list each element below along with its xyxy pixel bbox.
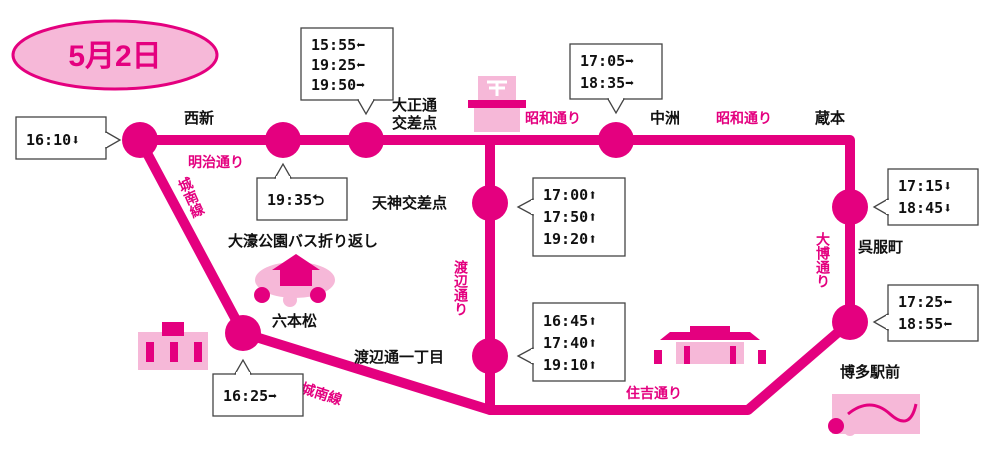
time-taisho-1: 15:55⬅ xyxy=(311,36,365,54)
stop-marker-watanabe[interactable] xyxy=(472,338,508,374)
stop-label-nishijin: 西新 xyxy=(184,109,214,127)
shrine-icon xyxy=(654,326,766,364)
time-nakasu-1: 17:05➡ xyxy=(580,52,634,70)
date-badge: 5月2日 xyxy=(11,19,219,91)
stop-label-hakata: 博多駅前 xyxy=(840,363,900,381)
time-hakata-2: 18:55⬅ xyxy=(898,315,952,333)
time-hakata-1: 17:25⬅ xyxy=(898,293,952,311)
time-taisho-2: 19:25⬅ xyxy=(311,56,365,74)
stop-label-gofukumachi: 呉服町 xyxy=(858,238,903,256)
time-nakasu-2: 18:35➡ xyxy=(580,74,634,92)
stop-marker-hakata[interactable] xyxy=(832,304,868,340)
stop-marker-meiji[interactable] xyxy=(265,122,301,158)
road-label-jonan-2: 城南線 xyxy=(299,380,344,409)
time-box-ropponmatsu: 16:25➡ xyxy=(212,358,304,417)
time-tenjin-2: 17:50⬆ xyxy=(543,208,597,226)
time-watanabe-2: 17:40⬆ xyxy=(543,334,597,352)
stop-label-kuramoto: 蔵本 xyxy=(815,109,845,127)
stop-marker-ropponmatsu[interactable] xyxy=(225,315,261,351)
time-watanabe-3: 19:10⬆ xyxy=(543,356,597,374)
time-watanabe-1: 16:45⬆ xyxy=(543,312,597,330)
time-tenjin-1: 17:00⬆ xyxy=(543,186,597,204)
stop-marker-tenjin[interactable] xyxy=(472,185,508,221)
time-box-watanabe: 16:45⬆ 17:40⬆ 19:10⬆ xyxy=(516,302,626,382)
time-taisho-3: 19:50➡ xyxy=(311,76,365,94)
stop-label-tenjin: 天神交差点 xyxy=(372,194,447,212)
road-label-taihaku: 大博通り xyxy=(814,231,830,288)
road-label-watanabe: 渡辺通り xyxy=(452,259,468,316)
time-box-nishijin: 16:10⬇ xyxy=(15,116,122,160)
time-nishijin-1: 16:10⬇ xyxy=(26,131,80,149)
stop-marker-taisho[interactable] xyxy=(348,122,384,158)
stop-markers xyxy=(122,122,868,374)
stop-marker-gofukumachi[interactable] xyxy=(832,189,868,225)
road-label-sumiyoshi: 住吉通り xyxy=(626,385,682,402)
time-box-meiji-uturn: 19:35⮌ xyxy=(256,162,348,221)
time-box-hakata: 17:25⬅ 18:55⬅ xyxy=(872,284,979,342)
museum-building-icon xyxy=(138,322,208,370)
stop-marker-nakasu[interactable] xyxy=(598,122,634,158)
time-ropponmatsu-1: 16:25➡ xyxy=(223,387,277,405)
stop-label-ropponmatsu: 六本松 xyxy=(272,312,317,330)
time-gofukumachi-2: 18:45⬇ xyxy=(898,199,952,217)
time-gofukumachi-1: 17:15⬇ xyxy=(898,177,952,195)
time-meiji-uturn-1: 19:35⮌ xyxy=(267,191,324,209)
date-label: 5月2日 xyxy=(68,40,161,73)
stop-labels: 西新 大正通 交差点 中洲 蔵本 天神交差点 呉服町 大濠公園バス折り返し 六本… xyxy=(184,96,903,381)
stop-label-nakasu: 中洲 xyxy=(650,109,680,127)
castle-park-icon xyxy=(254,254,335,307)
stop-label-ohori-park: 大濠公園バス折り返し xyxy=(228,232,378,250)
post-office-icon xyxy=(468,76,526,132)
time-box-taisho: 15:55⬅ 19:25⬅ 19:50➡ xyxy=(300,27,394,116)
stop-label-watanabe: 渡辺通一丁目 xyxy=(354,348,444,366)
time-box-tenjin: 17:00⬆ 17:50⬆ 19:20⬆ xyxy=(516,177,626,257)
stop-marker-nishijin[interactable] xyxy=(122,122,158,158)
time-box-nakasu: 17:05➡ 18:35➡ xyxy=(569,43,663,115)
road-label-showa-1: 昭和通り xyxy=(525,111,581,127)
stop-label-taisho-line2: 交差点 xyxy=(392,114,437,132)
road-label-meiji: 明治通り xyxy=(188,154,244,171)
time-box-gofukumachi: 17:15⬇ 18:45⬇ xyxy=(872,168,979,226)
time-callouts: 16:10⬇ 15:55⬅ 19:25⬅ 19:50➡ 17:05➡ 18:35… xyxy=(15,27,979,417)
stop-label-taisho-line1: 大正通 xyxy=(392,96,437,114)
road-label-showa-2: 昭和通り xyxy=(716,111,772,127)
hakata-station-icon xyxy=(828,394,920,436)
time-tenjin-3: 19:20⬆ xyxy=(543,230,597,248)
